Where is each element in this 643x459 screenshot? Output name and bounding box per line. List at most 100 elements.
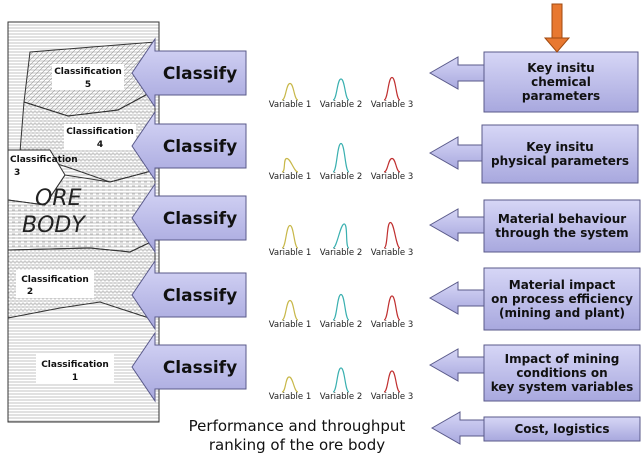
parameter-box-line: Material impact	[509, 278, 616, 292]
variable-3-label: Variable 3	[371, 100, 414, 110]
variable-2-label: Variable 2	[320, 320, 363, 330]
parameter-box-line: Cost, logistics	[515, 422, 610, 436]
parameter-box-shape	[483, 416, 641, 442]
classify-arrow-shape	[131, 37, 247, 109]
classification-2-number: 2	[27, 287, 33, 297]
variable-1-curve	[281, 82, 299, 101]
parameter-box-shape	[483, 267, 641, 331]
variable-1-curve	[281, 224, 299, 249]
parameter-box-line: Key insitu	[527, 61, 594, 75]
classification-1-number: 1	[72, 373, 78, 383]
parameter-box-line: on process efficiency	[491, 292, 633, 306]
input-arrow-head	[543, 37, 571, 53]
classify-arrow-shape	[131, 110, 247, 182]
parameter-box-line: key system variables	[491, 380, 634, 394]
variable-2-label: Variable 2	[320, 172, 363, 182]
parameter-box-line: conditions on	[516, 366, 607, 380]
variable-1-label: Variable 1	[269, 172, 312, 182]
classification-4-name: Classification	[66, 127, 134, 137]
parameter-box-shape	[483, 344, 641, 402]
classification-5-name: Classification	[54, 67, 122, 77]
parameter-arrow-2	[428, 136, 491, 170]
classify-arrow-2: Classify	[131, 259, 247, 331]
parameter-box-line: Material behaviour	[498, 212, 626, 226]
classify-label: Classify	[163, 137, 237, 157]
ore-body-label-line2: BODY	[22, 213, 86, 238]
variable-1-curve	[281, 376, 299, 393]
input-arrow	[543, 3, 571, 53]
parameter-box-shape	[481, 124, 639, 184]
parameter-arrow-3	[428, 208, 491, 242]
classification-labels: Classification 5 Classification 4 Classi…	[10, 64, 136, 384]
classification-4-label-box	[64, 124, 136, 150]
parameter-box-line: chemical	[531, 75, 591, 89]
parameter-arrows	[428, 56, 491, 445]
parameter-box-shape	[483, 199, 641, 253]
parameter-box-line: Impact of mining	[505, 352, 620, 366]
parameter-box-line: (mining and plant)	[499, 306, 625, 320]
classification-3-number: 3	[14, 168, 20, 178]
classify-label: Classify	[163, 286, 237, 306]
variable-1-curve	[281, 157, 299, 173]
variable-3-curve	[383, 157, 401, 173]
parameter-box-shape	[483, 51, 639, 113]
parameter-arrow-4	[428, 281, 491, 315]
variable-2-label: Variable 2	[320, 100, 363, 110]
variable-distributions: Variable 1 Variable 2 Variable 3 Variable 1…	[269, 76, 414, 402]
variable-3-curve	[383, 370, 401, 393]
classify-arrow-4: Classify	[131, 110, 247, 182]
classify-arrow-3: Classify	[131, 182, 247, 254]
classification-2-name: Classification	[21, 275, 89, 285]
parameter-arrow-6	[430, 411, 491, 445]
parameter-box-6: Cost, logistics	[483, 416, 641, 442]
variable-2-curve	[332, 367, 350, 393]
parameter-box-line: parameters	[522, 89, 600, 103]
parameter-arrow-1	[428, 56, 491, 90]
classify-arrow-shape	[131, 259, 247, 331]
footer-line2: ranking of the ore body	[209, 436, 385, 454]
classification-4-number: 4	[97, 140, 103, 150]
parameter-box-line: through the system	[495, 226, 628, 240]
parameter-box-line: physical parameters	[491, 154, 629, 168]
classification-1-name: Classification	[41, 360, 109, 370]
variable-3-curve	[383, 295, 401, 321]
parameter-box-line: Key insitu	[526, 140, 593, 154]
variable-2-curve	[332, 293, 350, 321]
variable-2-label: Variable 2	[320, 392, 363, 402]
classify-label: Classify	[163, 64, 237, 84]
variable-3-curve	[383, 76, 401, 101]
variable-1-label: Variable 1	[269, 392, 312, 402]
variable-2-curve	[332, 223, 350, 249]
footer-line1: Performance and throughput	[189, 417, 406, 435]
variable-1-label: Variable 1	[269, 320, 312, 330]
variable-1-label: Variable 1	[269, 100, 312, 110]
classification-3-name: Classification	[10, 155, 78, 165]
classification-5-number: 5	[85, 80, 91, 90]
variable-3-label: Variable 3	[371, 320, 414, 330]
ore-body-label-line1: ORE	[35, 186, 82, 211]
variable-1-label: Variable 1	[269, 248, 312, 258]
variable-2-curve	[332, 78, 350, 101]
classify-label: Classify	[163, 358, 237, 378]
classification-2-label-box	[16, 270, 94, 298]
variable-3-label: Variable 3	[371, 172, 414, 182]
classify-arrow-1: Classify	[131, 331, 247, 403]
classify-arrow-shape	[131, 331, 247, 403]
classification-5-label-box	[52, 64, 124, 90]
classify-label: Classify	[163, 209, 237, 229]
classification-1-label-box	[36, 354, 114, 384]
variable-2-label: Variable 2	[320, 248, 363, 258]
input-arrow-shaft	[551, 3, 563, 41]
variable-3-label: Variable 3	[371, 392, 414, 402]
variable-3-label: Variable 3	[371, 248, 414, 258]
classify-arrow-5: Classify	[131, 37, 247, 109]
classify-arrow-shape	[131, 182, 247, 254]
variable-3-curve	[383, 221, 401, 249]
